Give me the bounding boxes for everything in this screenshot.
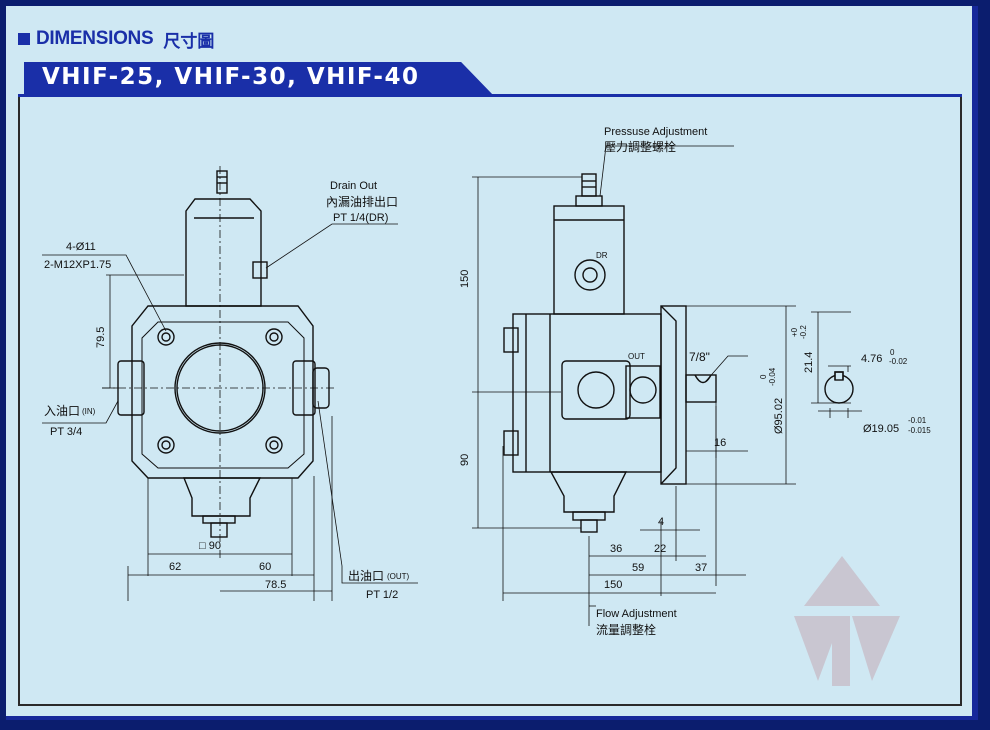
tol-21-4-bot: -0.2 [799, 325, 808, 339]
dim-22: 22 [654, 543, 666, 555]
front-view-pump [117, 170, 330, 538]
header-square-icon [18, 33, 30, 45]
dim-21-4: 21.4 [803, 352, 815, 373]
dim-78-5: 78.5 [265, 579, 286, 591]
pressure-adj-zh: 壓力調整螺栓 [604, 139, 676, 154]
dim-16: 16 [714, 437, 726, 449]
side-view-pump [503, 173, 717, 533]
inlet-en: (IN) [82, 407, 96, 416]
key-width: 4.76 [861, 353, 882, 365]
section-header: DIMENSIONS 尺寸圖 [18, 26, 214, 52]
header-title-zh: 尺寸圖 [163, 31, 215, 52]
drawing-panel [18, 97, 962, 706]
dim-150-horizontal: 150 [604, 579, 622, 591]
dim-59: 59 [632, 562, 644, 574]
datasheet-page: DIMENSIONS 尺寸圖 VHIF-25, VHIF-30, VHIF-40 [6, 6, 978, 720]
outlet-pt: PT 1/2 [366, 589, 398, 601]
pressure-adj-en: Pressuse Adjustment [604, 126, 707, 138]
dimension-drawing: 4-Ø11 2-M12XP1.75 79.5 Drain Out 內漏油排出口 … [42, 126, 931, 686]
shaft-detail-dimensions [811, 311, 862, 418]
out-label: OUT [628, 352, 645, 361]
watermark-logo [794, 556, 900, 686]
key-tol-bot: -0.02 [889, 357, 908, 366]
dia95-tol-top: 0 [759, 374, 768, 379]
dim-60: 60 [259, 561, 271, 573]
drain-pt: PT 1/4(DR) [333, 212, 388, 224]
inlet-pt: PT 3/4 [50, 426, 82, 438]
dim-90-vertical: 90 [459, 454, 471, 466]
hole-spec-2: 2-M12XP1.75 [44, 259, 111, 271]
front-view-dimensions [42, 166, 418, 601]
tol-21-4-top: +0 [790, 327, 799, 337]
shaft-tol-top: -0.01 [908, 416, 927, 425]
dia95-tol-bot: -0.04 [768, 367, 777, 386]
key-tol-top: 0 [890, 348, 895, 357]
dr-label: DR [596, 251, 608, 260]
model-banner-text: VHIF-25, VHIF-30, VHIF-40 [42, 64, 420, 90]
header-title-en: DIMENSIONS [36, 28, 154, 49]
shaft-tol-bot: -0.015 [908, 426, 931, 435]
shaft-dia: Ø19.05 [863, 423, 899, 435]
dim-150-vertical: 150 [459, 270, 471, 288]
side-view-dimensions [472, 145, 796, 626]
outlet-zh: 出油口 [348, 569, 384, 583]
hole-spec-1: 4-Ø11 [66, 241, 96, 253]
shaft-key-detail [824, 371, 854, 404]
dim-36: 36 [610, 543, 622, 555]
outlet-en: (OUT) [387, 572, 410, 581]
dim-37: 37 [695, 562, 707, 574]
drain-out-en: Drain Out [330, 180, 377, 192]
square-90: □ 90 [199, 540, 221, 552]
model-banner: VHIF-25, VHIF-30, VHIF-40 [24, 62, 494, 96]
flow-adj-zh: 流量調整栓 [596, 622, 656, 637]
dim-dia95: Ø95.02 [773, 398, 785, 434]
inlet-zh: 入油口 [44, 404, 80, 418]
dim-62: 62 [169, 561, 181, 573]
flow-adj-en: Flow Adjustment [596, 608, 677, 620]
dim-79-5: 79.5 [95, 327, 107, 348]
dim-4: 4 [658, 516, 664, 528]
banner-rule [18, 94, 962, 97]
key-size: 7/8" [689, 350, 710, 364]
drain-out-zh: 內漏油排出口 [326, 195, 398, 209]
